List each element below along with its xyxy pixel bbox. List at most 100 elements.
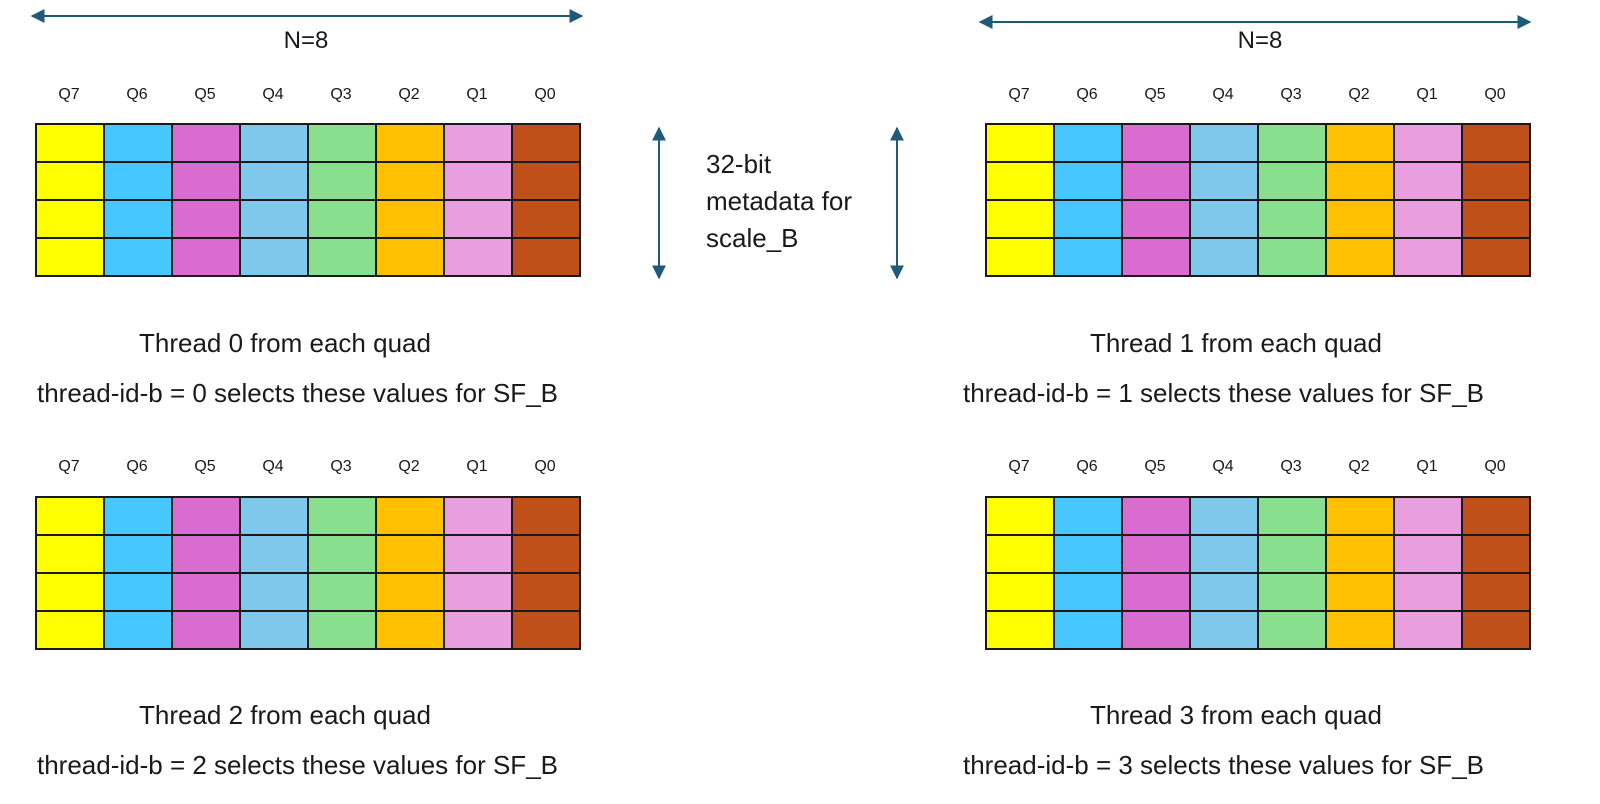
panel-2-column-label-q0: Q0 <box>534 458 556 475</box>
panel-3-cell-r0-q7 <box>987 498 1055 536</box>
panel-0-column-label-q7: Q7 <box>58 86 80 103</box>
panel-3-cell-r1-q2 <box>1327 536 1395 574</box>
panel-3-cell-r3-q4 <box>1191 612 1259 650</box>
panel-0-cell-r0-q6 <box>105 125 173 163</box>
panel-2-cell-r2-q4 <box>241 574 309 612</box>
panel-2-column-label-q1: Q1 <box>466 458 488 475</box>
panel-1-cell-r2-q7 <box>987 201 1055 239</box>
panel-0-column-label-q4: Q4 <box>262 86 284 103</box>
panel-0-cell-r0-q0 <box>513 125 581 163</box>
panel-1-cell-r3-q1 <box>1395 239 1463 277</box>
panel-3-cell-r2-q7 <box>987 574 1055 612</box>
panel-1-cell-r2-q1 <box>1395 201 1463 239</box>
panel-0-column-label-q1: Q1 <box>466 86 488 103</box>
panel-0-cell-r3-q6 <box>105 239 173 277</box>
panel-3-cell-r3-q3 <box>1259 612 1327 650</box>
panel-1-cell-r3-q4 <box>1191 239 1259 277</box>
panel-1-cell-r2-q0 <box>1463 201 1531 239</box>
panel-0-column-label-q3: Q3 <box>330 86 352 103</box>
panel-0-cell-r0-q2 <box>377 125 445 163</box>
panel-2-cell-r3-q2 <box>377 612 445 650</box>
panel-3-cell-r1-q0 <box>1463 536 1531 574</box>
panel-2-cell-r0-q2 <box>377 498 445 536</box>
panel-0-column-label-q5: Q5 <box>194 86 216 103</box>
panel-1-cell-r2-q4 <box>1191 201 1259 239</box>
panel-1-caption: Thread 1 from each quad <box>1090 328 1382 358</box>
panel-0-cell-r1-q7 <box>37 163 105 201</box>
panel-1-cell-r3-q2 <box>1327 239 1395 277</box>
panel-0-subcaption: thread-id-b = 0 selects these values for… <box>37 378 558 408</box>
panel-0-cell-r1-q5 <box>173 163 241 201</box>
panel-1-cell-r1-q6 <box>1055 163 1123 201</box>
n-label-right: N=8 <box>1237 27 1283 54</box>
panel-0-column-label-q0: Q0 <box>534 86 556 103</box>
panel-1-cell-r3-q5 <box>1123 239 1191 277</box>
panel-2-cell-r2-q0 <box>513 574 581 612</box>
panel-1-column-label-q6: Q6 <box>1076 86 1098 103</box>
panel-2-cell-r2-q6 <box>105 574 173 612</box>
panel-0-cell-r3-q0 <box>513 239 581 277</box>
panel-2-cell-r0-q7 <box>37 498 105 536</box>
panel-2-subcaption: thread-id-b = 2 selects these values for… <box>37 750 558 780</box>
panel-1-cell-r0-q3 <box>1259 125 1327 163</box>
panel-3-cell-r3-q7 <box>987 612 1055 650</box>
panel-3-cell-r3-q1 <box>1395 612 1463 650</box>
panel-2-cell-r2-q5 <box>173 574 241 612</box>
panel-3-cell-r2-q1 <box>1395 574 1463 612</box>
panel-1-cell-r1-q4 <box>1191 163 1259 201</box>
panel-2-cell-r3-q6 <box>105 612 173 650</box>
panel-2-cell-r3-q5 <box>173 612 241 650</box>
panel-1-cell-r2-q6 <box>1055 201 1123 239</box>
panel-0-cell-r2-q3 <box>309 201 377 239</box>
panel-0-cell-r2-q5 <box>173 201 241 239</box>
panel-2-cell-r1-q1 <box>445 536 513 574</box>
panel-3-cell-r2-q4 <box>1191 574 1259 612</box>
panel-2-cell-r2-q1 <box>445 574 513 612</box>
panel-2-cell-r2-q2 <box>377 574 445 612</box>
panel-2-cell-r3-q1 <box>445 612 513 650</box>
panel-1-cell-r2-q3 <box>1259 201 1327 239</box>
panel-3-caption: Thread 3 from each quad <box>1090 700 1382 730</box>
panel-1-subcaption: thread-id-b = 1 selects these values for… <box>963 378 1484 408</box>
panel-1-column-label-q2: Q2 <box>1348 86 1370 103</box>
panel-3-cell-r3-q2 <box>1327 612 1395 650</box>
panel-1-column-label-q3: Q3 <box>1280 86 1302 103</box>
panel-0-cell-r2-q1 <box>445 201 513 239</box>
panel-2-column-label-q4: Q4 <box>262 458 284 475</box>
panel-1-grid <box>985 123 1531 277</box>
panel-2-cell-r3-q3 <box>309 612 377 650</box>
panel-3-cell-r2-q0 <box>1463 574 1531 612</box>
panel-3-cell-r3-q5 <box>1123 612 1191 650</box>
panel-1-cell-r2-q5 <box>1123 201 1191 239</box>
panel-3-cell-r0-q2 <box>1327 498 1395 536</box>
panel-0-cell-r0-q3 <box>309 125 377 163</box>
metadata-line-2: metadata for <box>706 186 852 216</box>
panel-0-cell-r3-q2 <box>377 239 445 277</box>
panel-2-cell-r1-q0 <box>513 536 581 574</box>
panel-1-cell-r0-q0 <box>1463 125 1531 163</box>
panel-2-cell-r0-q4 <box>241 498 309 536</box>
panel-3-cell-r2-q6 <box>1055 574 1123 612</box>
panel-3-cell-r1-q7 <box>987 536 1055 574</box>
panel-2-cell-r0-q3 <box>309 498 377 536</box>
panel-1-column-label-q0: Q0 <box>1484 86 1506 103</box>
panel-1-column-label-q1: Q1 <box>1416 86 1438 103</box>
panel-0-column-label-q2: Q2 <box>398 86 420 103</box>
panel-3-cell-r2-q3 <box>1259 574 1327 612</box>
panel-2-cell-r3-q7 <box>37 612 105 650</box>
metadata-line-1: 32-bit <box>706 149 772 179</box>
panel-3-column-label-q3: Q3 <box>1280 458 1302 475</box>
panel-0-cell-r2-q7 <box>37 201 105 239</box>
panel-2-column-label-q6: Q6 <box>126 458 148 475</box>
panel-0-cell-r3-q7 <box>37 239 105 277</box>
panel-1-cell-r1-q1 <box>1395 163 1463 201</box>
panel-2-column-label-q5: Q5 <box>194 458 216 475</box>
panel-2-caption: Thread 2 from each quad <box>139 700 431 730</box>
panel-3-subcaption: thread-id-b = 3 selects these values for… <box>963 750 1484 780</box>
panel-1-cell-r3-q0 <box>1463 239 1531 277</box>
panel-1-column-label-q7: Q7 <box>1008 86 1030 103</box>
panel-1-cell-r1-q3 <box>1259 163 1327 201</box>
panel-3-column-label-q1: Q1 <box>1416 458 1438 475</box>
panel-0-cell-r2-q0 <box>513 201 581 239</box>
panel-0-cell-r2-q4 <box>241 201 309 239</box>
